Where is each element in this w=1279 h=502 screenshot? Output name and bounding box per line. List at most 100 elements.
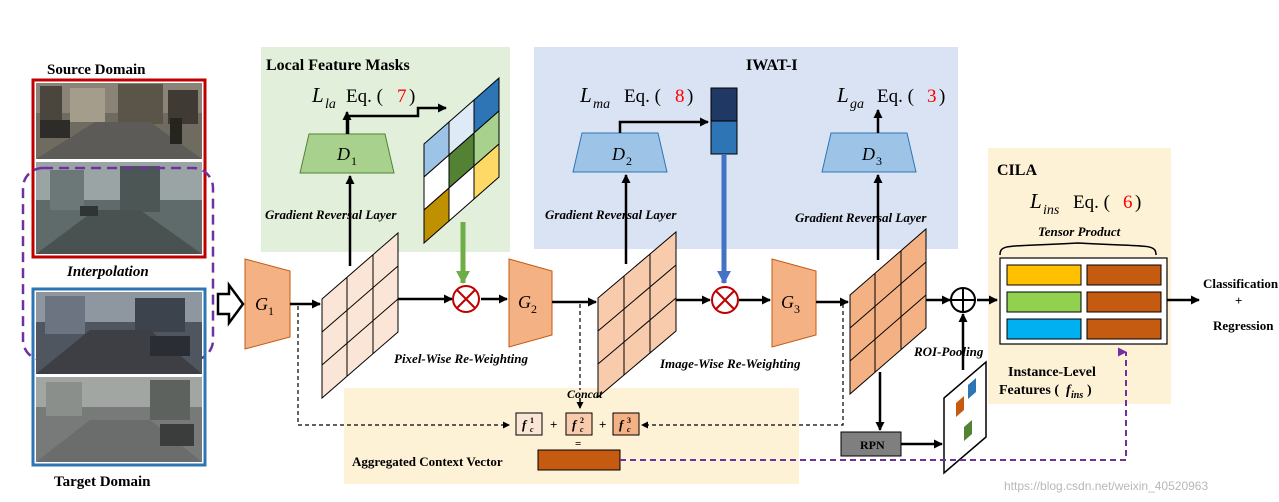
grl-label-2: Gradient Reversal Layer [545, 207, 677, 222]
context-features-right [1086, 264, 1162, 340]
svg-text:c: c [627, 425, 631, 434]
svg-text:1: 1 [268, 304, 274, 318]
grl-label-3: Gradient Reversal Layer [795, 210, 927, 225]
svg-text:7: 7 [397, 86, 407, 107]
svg-text:D: D [861, 144, 875, 164]
context-equals: = [575, 438, 581, 450]
interpolated-image [36, 162, 202, 254]
iwat-title: IWAT-I [746, 57, 798, 74]
svg-text:G: G [518, 292, 531, 312]
rpn-label: RPN [860, 438, 885, 452]
context-plus-1: + [550, 417, 557, 432]
discriminator-d3: D 3 [821, 132, 917, 173]
svg-text:ins: ins [1043, 203, 1060, 218]
svg-text:ga: ga [850, 97, 864, 112]
svg-text:1: 1 [530, 416, 534, 425]
cila-title: CILA [997, 162, 1037, 179]
loss-ga: L ga Eq. ( 3 ) [836, 83, 945, 112]
svg-text:f: f [522, 417, 528, 432]
aggregated-context-vector [537, 449, 621, 471]
regression-label: Regression [1213, 318, 1274, 333]
svg-text:f: f [1066, 383, 1072, 398]
target-domain-label: Target Domain [54, 474, 151, 490]
local-feature-masks-title: Local Feature Masks [266, 57, 410, 74]
source-domain-image [31, 78, 207, 259]
interpolation-label: Interpolation [66, 264, 149, 280]
svg-text:Instance-Level: Instance-Level [1008, 365, 1096, 380]
multiply-icon-pixel [452, 285, 480, 313]
svg-text:3: 3 [927, 86, 937, 107]
svg-text:ma: ma [593, 97, 610, 112]
context-vector-f2: f 2 c [565, 412, 593, 436]
pixel-wise-label: Pixel-Wise Re-Weighting [394, 351, 528, 366]
image-wise-label: Image-Wise Re-Weighting [659, 356, 801, 371]
svg-text:3: 3 [876, 154, 882, 168]
input-arrow-icon [216, 281, 245, 327]
svg-text:Eq. (: Eq. ( [624, 86, 661, 107]
main-flow-arrows [290, 294, 1200, 309]
tensor-product-brace [999, 242, 1157, 256]
feature-map-3 [849, 227, 927, 396]
svg-text:L: L [1029, 189, 1042, 213]
generator-g3: G 3 [771, 258, 817, 348]
svg-text:6: 6 [1123, 192, 1133, 213]
rpn-box [840, 431, 902, 457]
loss-ma: L ma Eq. ( 8 ) [579, 83, 693, 112]
svg-text:2: 2 [626, 154, 632, 168]
multiply-icon-image [711, 286, 739, 314]
classification-label: Classification [1203, 276, 1279, 291]
svg-text:D: D [611, 144, 625, 164]
roi-proposal-map [943, 360, 987, 475]
grl-label-1: Gradient Reversal Layer [265, 207, 397, 222]
svg-text:la: la [325, 97, 336, 112]
svg-text:D: D [336, 144, 350, 164]
svg-text:G: G [781, 292, 794, 312]
svg-text:2: 2 [531, 302, 537, 316]
add-icon-roi [950, 287, 976, 313]
svg-text:1: 1 [351, 154, 357, 168]
context-to-cila-arrow [620, 347, 1127, 461]
watermark: https://blog.csdn.net/weixin_40520963 [1004, 479, 1208, 493]
loss-ins: L ins Eq. ( 6 ) [1029, 189, 1141, 218]
svg-text:): ) [1135, 192, 1141, 213]
context-dashed-arrows [297, 304, 844, 429]
svg-text:L: L [836, 83, 849, 107]
plus-label: + [1235, 293, 1242, 308]
grl-arrows [342, 103, 883, 266]
svg-text:): ) [409, 86, 415, 107]
svg-text:c: c [530, 425, 534, 434]
feature-map-2 [597, 230, 677, 399]
svg-text:2: 2 [580, 416, 584, 425]
svg-text:ins: ins [1071, 390, 1083, 401]
svg-text:): ) [939, 86, 945, 107]
image-wise-mask [710, 87, 738, 155]
target-domain-image [31, 287, 207, 467]
svg-text:L: L [579, 83, 592, 107]
context-plus-2: + [599, 417, 606, 432]
svg-text:L: L [311, 83, 324, 107]
svg-text:f: f [572, 417, 578, 432]
svg-text:3: 3 [794, 302, 800, 316]
generator-g2: G 2 [508, 258, 553, 348]
feature-map-1 [321, 231, 399, 400]
context-vector-f3: f 3 c [612, 412, 640, 436]
tensor-product-label: Tensor Product [1038, 224, 1121, 239]
svg-text:Eq. (: Eq. ( [346, 86, 383, 107]
svg-text:): ) [687, 86, 693, 107]
discriminator-d2: D 2 [572, 132, 668, 173]
svg-text:3: 3 [627, 416, 631, 425]
svg-text:Eq. (: Eq. ( [877, 86, 914, 107]
generator-g1: G 1 [244, 258, 291, 350]
svg-text:G: G [255, 294, 268, 314]
svg-text:f: f [619, 417, 625, 432]
aggregated-context-label: Aggregated Context Vector [352, 454, 503, 469]
discriminator-d1: D 1 [299, 133, 395, 174]
instance-features-left [1006, 264, 1082, 340]
svg-text:c: c [580, 425, 584, 434]
loss-la: L la Eq. ( 7 ) [311, 83, 415, 112]
svg-text:8: 8 [675, 86, 685, 107]
roi-pooling-label: ROI-Pooling [913, 344, 984, 359]
context-vector-f1: f 1 c [515, 412, 543, 436]
svg-text:Features (: Features ( [999, 383, 1059, 398]
